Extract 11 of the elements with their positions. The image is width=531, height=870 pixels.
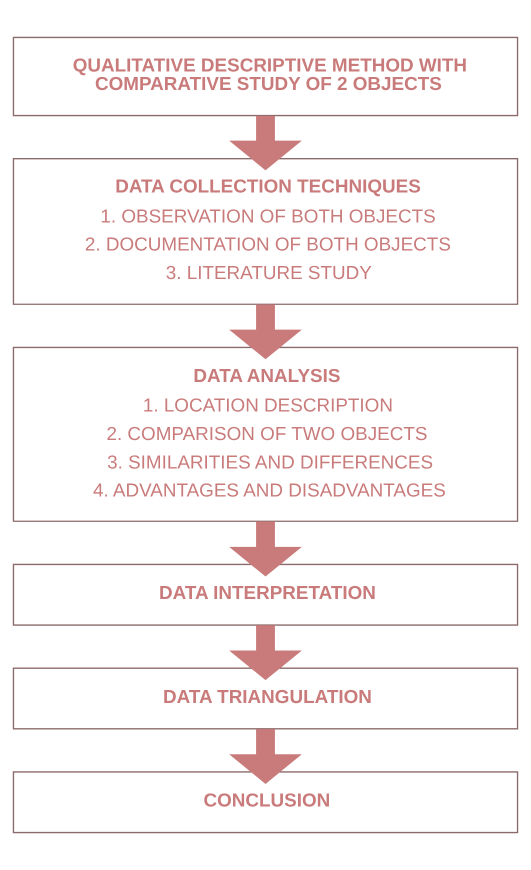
node-box: DATA TRIANGULATION (12, 668, 518, 730)
node-box: QUALITATIVE DESCRIPTIVE METHOD WITH COMPARATIVE STUDY OF 2 OBJECTS (12, 36, 518, 116)
arrow (229, 729, 302, 784)
arrow (229, 304, 302, 360)
node-box: CONCLUSION (12, 771, 518, 834)
node-box: DATA INTERPRETATION (12, 564, 518, 626)
arrow (229, 625, 302, 680)
node-box: DATA ANALYSIS 1. LOCATION DESCRIPTION 2. COMPARISON OF TWO OBJECTS 3. SIMILARITIES AND DIFFERENCES 4. ADVANTAGES AND DISADVANTAGES (12, 346, 518, 522)
arrow (229, 521, 302, 577)
arrow (229, 116, 302, 170)
node-box: DATA COLLECTION TECHNIQUES 1. OBSERVATION OF BOTH OBJECTS 2. DOCUMENTATION OF BOTH OBJECTS 3. LITERATURE STUDY (12, 158, 518, 305)
